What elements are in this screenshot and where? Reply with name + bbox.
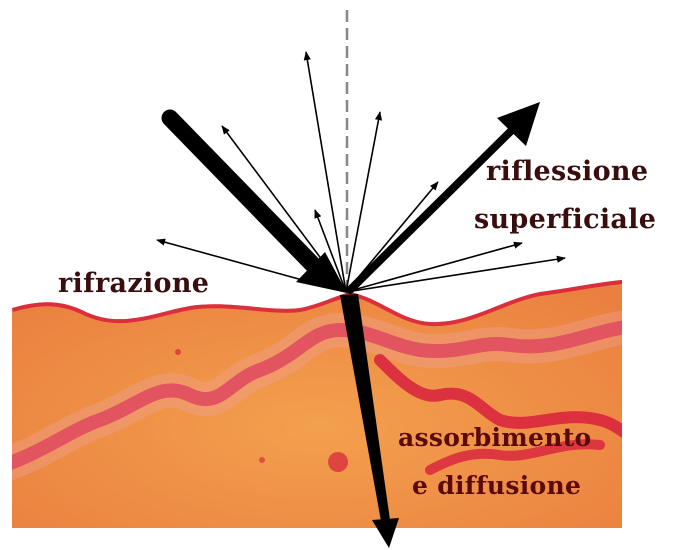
label-reflection-line2: superficiale (474, 204, 656, 235)
label-refraction: rifrazione (58, 268, 209, 299)
tissue-spot (328, 452, 348, 472)
label-absorption-line1: assorbimento (398, 423, 592, 452)
label-absorption-line2: e diffusione (412, 471, 581, 500)
incident-beam (170, 118, 347, 293)
label-reflection-line1: riflessione (486, 156, 648, 187)
tissue-speck-2 (259, 457, 265, 463)
transmitted-arrowhead (372, 518, 399, 548)
reflected-beam (350, 102, 540, 290)
tissue-speck (175, 349, 181, 355)
